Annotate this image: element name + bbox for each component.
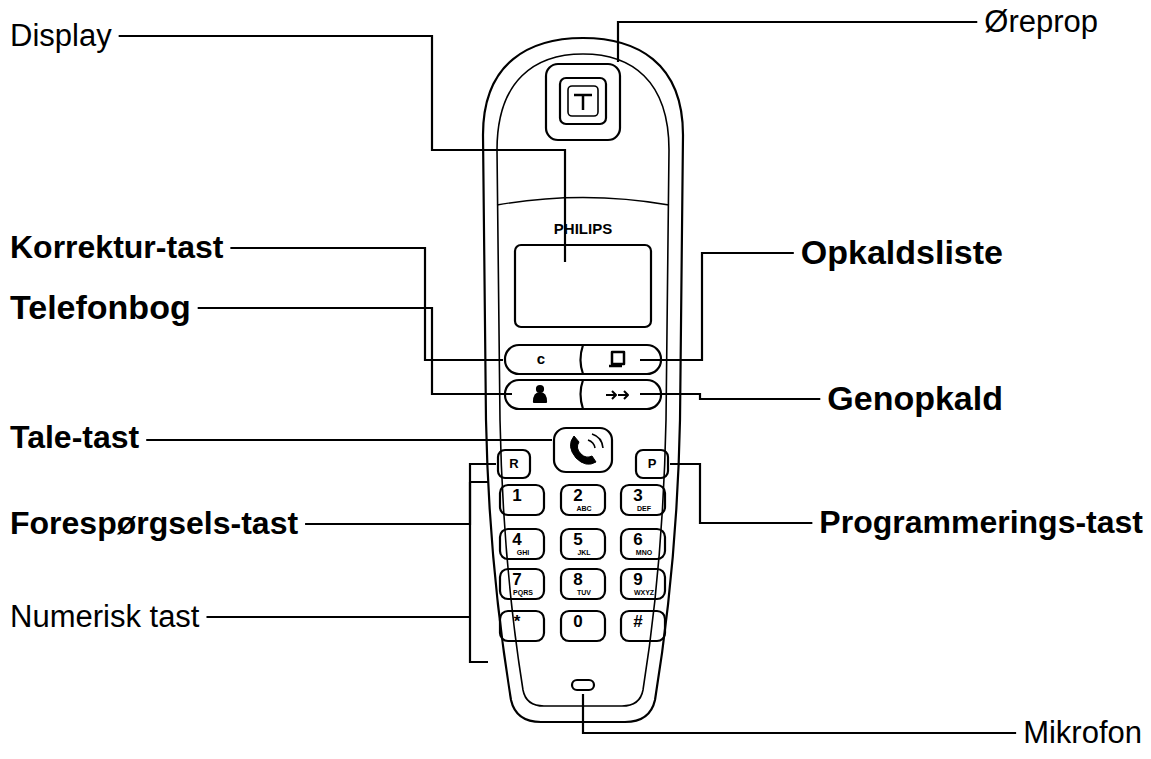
numeric-key xyxy=(621,529,665,559)
key-letters: JKL xyxy=(577,549,590,557)
phonebook-icon xyxy=(537,386,543,392)
key-letters: MNO xyxy=(636,549,652,557)
key-symbol: c xyxy=(537,351,545,368)
key-digit: 5 xyxy=(573,531,582,550)
key-digit: 8 xyxy=(573,571,582,590)
softkey-row-bottom xyxy=(505,380,661,409)
phonebook-icon-body xyxy=(534,393,546,402)
callout-label: Forespørgsels-tast xyxy=(10,506,298,541)
key-letters: TUV xyxy=(577,589,591,597)
key-digit: * xyxy=(514,613,521,632)
talk-key xyxy=(554,428,612,472)
earpiece xyxy=(546,64,620,140)
key-digit: # xyxy=(633,613,642,632)
brand-logo: PHILIPS xyxy=(554,221,612,238)
callout-label: Telefonbog xyxy=(10,289,191,326)
leader-line xyxy=(230,248,503,360)
earpiece-slot xyxy=(574,95,592,110)
numeric-key xyxy=(561,485,605,515)
leader-line xyxy=(305,464,496,524)
callout-label: Øreprop xyxy=(984,5,1098,39)
talk-key-waves xyxy=(588,434,603,448)
earpiece-inner xyxy=(568,86,598,116)
softkey-row-top xyxy=(505,345,661,374)
callout-label: Programmerings-tast xyxy=(819,505,1143,540)
key-letters: DEF xyxy=(637,505,651,513)
key-letters: GHI xyxy=(517,549,529,557)
callout-label: Display xyxy=(10,19,112,53)
leader-line xyxy=(119,36,565,262)
handset-face xyxy=(497,54,669,706)
callout-label: Numerisk tast xyxy=(10,600,199,634)
numeric-key xyxy=(561,611,605,641)
callout-label: Opkaldsliste xyxy=(801,234,1003,271)
earpiece-grille xyxy=(560,78,606,124)
display-window xyxy=(515,245,651,327)
key-digit: 1 xyxy=(512,487,521,506)
program-key xyxy=(636,450,668,478)
handset-outline xyxy=(483,38,683,722)
leader-line xyxy=(583,694,1016,733)
key-digit: 6 xyxy=(633,531,642,550)
callout-label: Mikrofon xyxy=(1023,716,1142,750)
callout-label: Genopkald xyxy=(827,380,1003,417)
key-symbol: P xyxy=(648,457,657,471)
talk-key-handset xyxy=(570,436,596,464)
key-digit: 2 xyxy=(573,487,582,506)
numeric-key xyxy=(500,529,544,559)
redial-icon xyxy=(606,391,628,399)
leader-line xyxy=(640,253,794,360)
call-list-icon xyxy=(609,352,624,366)
key-digit: 3 xyxy=(633,487,642,506)
leader-line xyxy=(618,22,977,62)
microphone-slot xyxy=(572,680,594,690)
key-digit: 7 xyxy=(512,571,521,590)
keypad-bracket xyxy=(470,482,488,662)
numeric-key xyxy=(621,569,665,599)
key-digit: 4 xyxy=(512,531,521,550)
numeric-key xyxy=(500,485,544,515)
face-ridge xyxy=(497,198,669,206)
leader-line xyxy=(146,439,552,441)
numeric-key xyxy=(621,611,665,641)
keypad xyxy=(500,485,665,641)
key-symbol: R xyxy=(509,457,518,471)
softkey-divider xyxy=(581,345,584,409)
numeric-key xyxy=(500,569,544,599)
callout-label: Korrektur-tast xyxy=(10,230,223,265)
key-digit: 0 xyxy=(573,613,582,632)
key-letters: PQRS xyxy=(513,589,533,597)
leader-line xyxy=(206,616,470,618)
callout-label: Tale-tast xyxy=(10,420,139,455)
recall-key xyxy=(498,450,530,478)
numeric-key xyxy=(621,485,665,515)
key-letters: WXYZ xyxy=(634,589,654,597)
leader-line xyxy=(198,308,512,394)
leader-line xyxy=(640,394,820,399)
numeric-key xyxy=(500,611,544,641)
numeric-key xyxy=(561,569,605,599)
numeric-key xyxy=(561,529,605,559)
key-letters: ABC xyxy=(576,505,591,513)
leader-line xyxy=(670,464,812,523)
key-digit: 9 xyxy=(633,571,642,590)
